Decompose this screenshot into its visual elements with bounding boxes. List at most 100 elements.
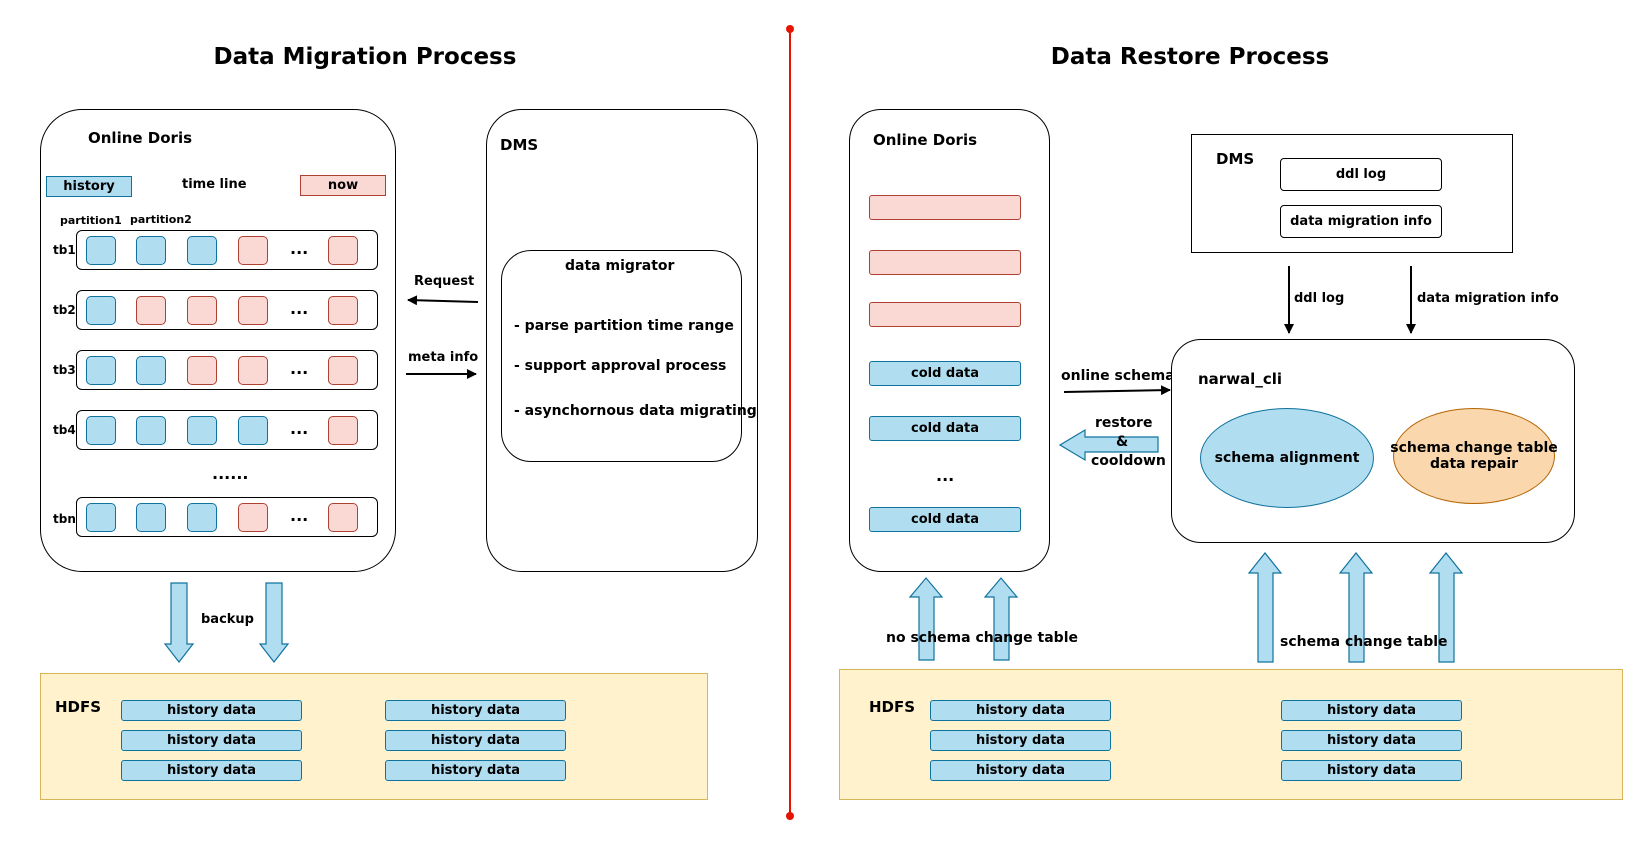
table-label-tb3: tb3 <box>53 363 76 377</box>
restore-label: restore <box>1095 415 1153 431</box>
left-online-doris-label: Online Doris <box>88 129 193 147</box>
online-schema-arrow <box>1063 385 1171 396</box>
time-line-label: time line <box>182 177 247 192</box>
no-schema-change-table-label: no schema change table <box>886 630 1078 646</box>
right-online-doris-label: Online Doris <box>873 131 978 149</box>
data-migration-info-arrow-label: data migration info <box>1417 291 1559 306</box>
partition-cell <box>136 503 166 532</box>
partition-cell <box>187 416 217 445</box>
backup-arrow-2 <box>258 582 290 663</box>
partition-cell <box>328 503 358 532</box>
cold-data-ellipsis: ... <box>936 466 955 485</box>
narwal-up-arrow-1 <box>1247 552 1283 663</box>
history-data-block: history data <box>1281 700 1462 721</box>
narwal-cli-label: narwal_cli <box>1198 370 1282 388</box>
migrator-item: - parse partition time range <box>514 318 734 334</box>
table-label-tbn: tbn <box>53 512 76 526</box>
history-data-block: history data <box>385 700 566 721</box>
data-migration-info-box: data migration info <box>1280 205 1442 238</box>
cold-data-block: cold data <box>869 361 1021 386</box>
restore-cooldown-arrow <box>1058 428 1159 462</box>
table-row-tbn: ... <box>76 497 378 537</box>
restore-ampersand: & <box>1116 434 1129 450</box>
partition-cell <box>238 356 268 385</box>
partition-cell <box>187 503 217 532</box>
schema-change-repair-line1: schema change table <box>1390 440 1558 456</box>
restore-up-arrow-1 <box>908 577 944 661</box>
history-data-block: history data <box>930 700 1111 721</box>
history-data-block: history data <box>1281 760 1462 781</box>
table-row-tb1: ... <box>76 230 378 270</box>
partition-cell <box>187 356 217 385</box>
partition1-label: partition1 <box>60 214 122 227</box>
cooldown-label: cooldown <box>1091 453 1166 469</box>
hot-data-block <box>869 195 1021 220</box>
divider-top-dot <box>786 25 794 33</box>
history-legend: history <box>46 176 132 197</box>
backup-label: backup <box>201 612 254 627</box>
partition2-label: partition2 <box>130 213 192 226</box>
partition-cell <box>187 236 217 265</box>
history-data-block: history data <box>385 760 566 781</box>
right-title: Data Restore Process <box>1050 44 1330 70</box>
history-data-block: history data <box>121 760 302 781</box>
cold-data-block: cold data <box>869 507 1021 532</box>
ddl-log-arrow-label: ddl log <box>1294 291 1345 306</box>
row-ellipsis: ... <box>290 299 309 318</box>
meta-info-label: meta info <box>408 350 479 365</box>
right-online-doris-container <box>849 109 1050 572</box>
right-dms-label: DMS <box>1216 150 1255 168</box>
now-legend: now <box>300 175 386 196</box>
partition-cell <box>238 236 268 265</box>
partition-cell <box>238 416 268 445</box>
left-hdfs-label: HDFS <box>55 698 102 716</box>
schema-change-repair-node: schema change table data repair <box>1390 408 1558 504</box>
hot-data-block <box>869 302 1021 327</box>
data-migrator-title: data migrator <box>565 258 675 274</box>
history-data-block: history data <box>930 760 1111 781</box>
table-label-tb2: tb2 <box>53 303 76 317</box>
partition-cell <box>86 416 116 445</box>
partition-cell <box>136 356 166 385</box>
partition-cell <box>328 236 358 265</box>
table-label-tb4: tb4 <box>53 423 76 437</box>
left-title: Data Migration Process <box>213 44 517 70</box>
partition-cell <box>328 356 358 385</box>
divider-bottom-dot <box>786 812 794 820</box>
cold-data-block: cold data <box>869 416 1021 441</box>
migrator-item: - asynchornous data migrating <box>514 403 757 419</box>
right-hdfs-label: HDFS <box>869 698 916 716</box>
left-dms-label: DMS <box>500 136 539 154</box>
table-label-tb1: tb1 <box>53 243 76 257</box>
narwal-up-arrow-3 <box>1428 552 1464 663</box>
hot-data-block <box>869 250 1021 275</box>
partition-cell <box>238 503 268 532</box>
online-schema-label: online schema <box>1061 368 1175 384</box>
ddl-log-box: ddl log <box>1280 158 1442 191</box>
partition-cell <box>187 296 217 325</box>
partition-cell <box>86 356 116 385</box>
narwal-up-arrow-2 <box>1338 552 1374 663</box>
partition-cell <box>136 296 166 325</box>
schema-change-table-label: schema change table <box>1280 634 1448 650</box>
row-ellipsis: ... <box>290 359 309 378</box>
request-arrow <box>407 295 479 306</box>
history-data-block: history data <box>385 730 566 751</box>
history-data-block: history data <box>1281 730 1462 751</box>
partition-cell <box>86 236 116 265</box>
table-row-tb4: ... <box>76 410 378 450</box>
partition-cell <box>328 416 358 445</box>
migrator-item: - support approval process <box>514 358 727 374</box>
history-data-block: history data <box>930 730 1111 751</box>
partition-cell <box>136 236 166 265</box>
schema-change-repair-line2: data repair <box>1429 456 1519 472</box>
restore-up-arrow-2 <box>983 577 1019 661</box>
history-data-block: history data <box>121 700 302 721</box>
partition-cell <box>328 296 358 325</box>
partition-cell <box>238 296 268 325</box>
table-row-tb2: ... <box>76 290 378 330</box>
backup-arrow-1 <box>163 582 195 663</box>
history-data-block: history data <box>121 730 302 751</box>
rows-ellipsis: ...... <box>212 464 249 483</box>
partition-cell <box>86 503 116 532</box>
